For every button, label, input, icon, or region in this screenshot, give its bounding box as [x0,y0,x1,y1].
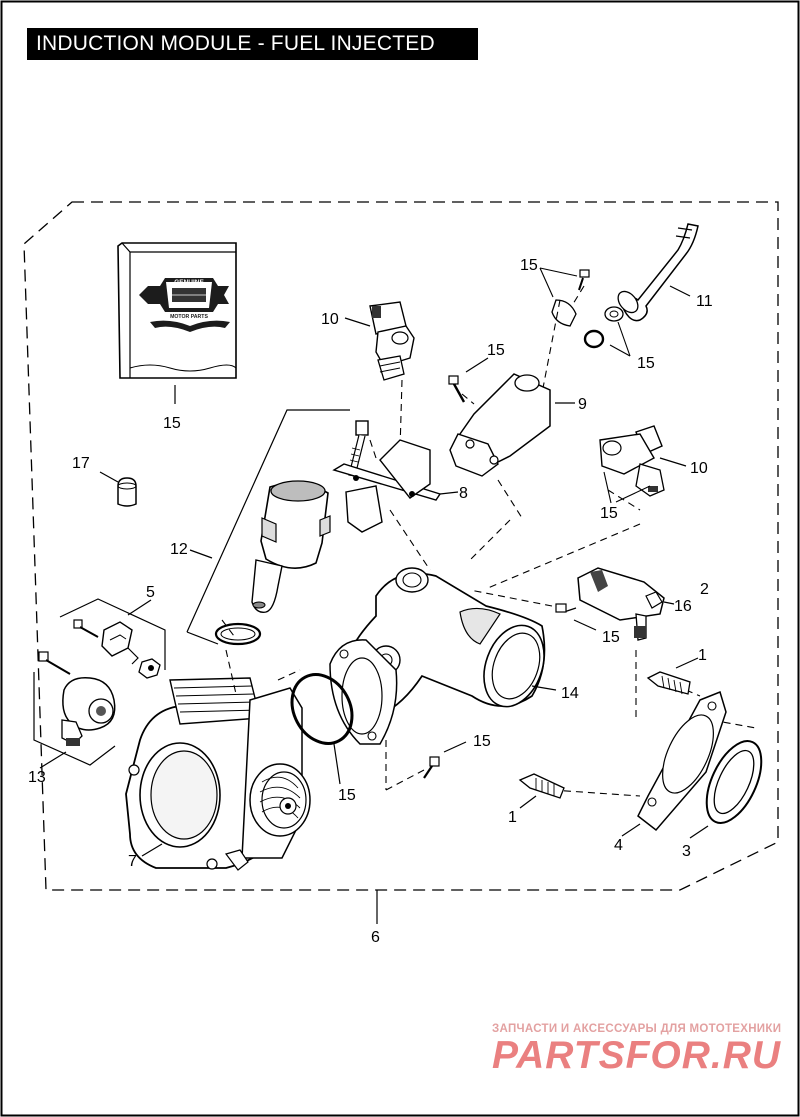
callout-3: 3 [682,843,691,860]
fuel-injector-top [369,301,415,381]
watermark-brand: PARTSFOR.RU [492,1034,782,1077]
page-title: INDUCTION MODULE - FUEL INJECTED [27,28,478,60]
callout-2: 2 [700,581,709,598]
idle-air-control-valve [186,409,369,646]
callout-5: 5 [146,584,155,601]
callout-9: 9 [578,396,587,413]
callout-15-top: 15 [520,257,538,274]
callout-15-sensor-screw: 15 [602,629,620,646]
intake-flange [637,690,727,832]
intake-seal [705,740,763,824]
callout-1-top: 1 [698,647,707,664]
fuel-rail [448,373,551,477]
callout-15-rail-bolt: 15 [487,342,505,359]
watermark-tagline: ЗАПЧАСТИ И АКСЕССУАРЫ ДЛЯ МОТОТЕХНИКИ [492,1023,782,1035]
callout-17: 17 [72,455,90,472]
map-sensor-screw [555,603,567,613]
callout-13: 13 [28,769,46,786]
manifold-o-ring [290,673,354,745]
assembly-boundary [23,201,779,891]
genuine-logo: GENUINE MOTOR PARTS [139,278,230,332]
callout-15-ring: 15 [637,355,655,372]
callout-7: 7 [128,853,137,870]
flange-bolt-bottom [518,773,565,799]
map-sensor [577,567,665,641]
injector-bracket [332,439,442,533]
flange-bolt-top [646,671,691,695]
callout-14: 14 [561,685,579,702]
callout-12: 12 [170,541,188,558]
callout-6: 6 [371,929,380,946]
manifold-bolt [423,756,440,779]
fuel-injector-right [599,425,665,497]
tps-bracket-group [59,598,166,679]
callout-15-package: 15 [163,415,181,432]
callout-10-top: 10 [321,311,339,328]
callout-15-injector: 15 [600,505,618,522]
callout-4: 4 [614,837,623,854]
logo-genuine-text: GENUINE [174,279,204,286]
top-hardware [539,267,631,357]
callout-15-o-ring: 15 [338,787,356,804]
callouts: 15 17 12 5 13 7 10 15 15 11 15 9 8 10 15… [28,257,713,946]
callout-11: 11 [696,293,713,310]
fuel-supply-line [617,223,699,322]
callout-15-manifold-bolt: 15 [473,733,491,750]
throttle-body [125,677,311,871]
dashed-leaders [221,285,757,797]
vacuum-cap [117,477,137,507]
callout-16: 16 [674,598,692,615]
callout-8: 8 [459,485,468,502]
logo-motor-parts-text: MOTOR PARTS [170,314,208,320]
callout-10-right: 10 [690,460,708,477]
callout-1-bottom: 1 [508,809,517,826]
parts-package: GENUINE MOTOR PARTS [117,242,237,379]
throttle-position-sensor [33,651,116,766]
